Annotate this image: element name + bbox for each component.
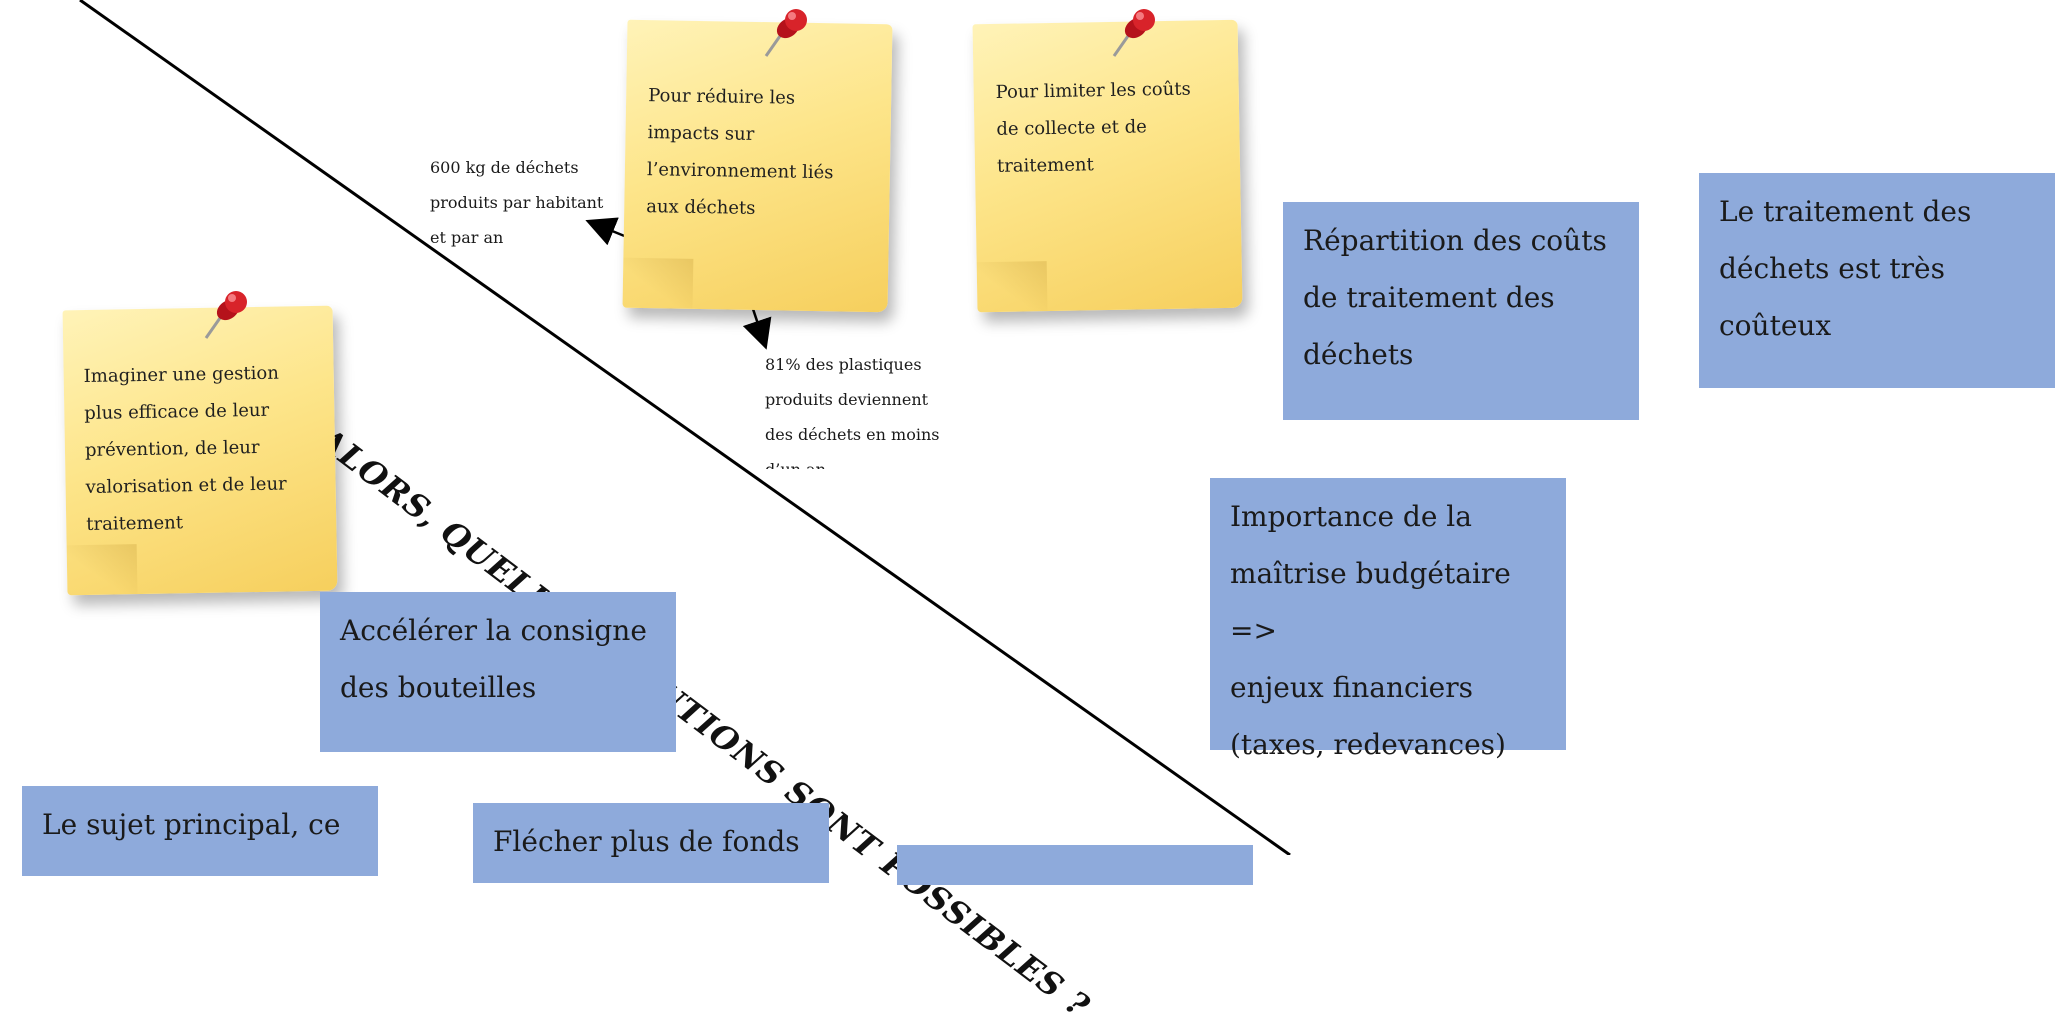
note-line: Pour réduire les <box>648 85 796 109</box>
pushpin-icon <box>1112 9 1155 57</box>
annotation-line: 81% des plastiques <box>765 355 922 374</box>
pushpin-icon <box>764 9 807 57</box>
note-line: traitement <box>996 154 1094 177</box>
box-flecher-fonds: Flécher plus de fonds <box>473 803 829 883</box>
diagonal-divider-line <box>79 0 1291 855</box>
box-line: des bouteilles <box>340 671 537 704</box>
note-line: Pour limiter les coûts <box>995 78 1191 103</box>
pushpin-icon <box>204 291 247 339</box>
box-empty <box>897 845 1253 885</box>
annotation-line: d’un an <box>765 452 939 469</box>
box-line: maîtrise budgétaire => <box>1230 557 1511 647</box>
annotation-plastiques: 81% des plastiques produits deviennent d… <box>765 347 939 469</box>
box-line: Le traitement des <box>1719 195 1972 228</box>
annotation-line: et par an <box>430 228 504 247</box>
box-maitrise-budgetaire: Importance de la maîtrise budgétaire => … <box>1210 478 1566 761</box>
note-curl <box>66 544 138 596</box>
note-line: traitement <box>86 512 184 535</box>
box-line: enjeux financiers <box>1230 671 1473 704</box>
box-line: coûteux <box>1719 309 1832 342</box>
annotation-line: 600 kg de déchets <box>430 158 579 177</box>
annotation-line: produits par habitant <box>430 193 604 212</box>
note-curl <box>976 261 1048 313</box>
box-line: (taxes, redevances) <box>1230 728 1506 761</box>
note-curl <box>622 257 694 309</box>
note-line: plus efficace de leur <box>84 399 270 425</box>
sticky-note-imaginer: Imaginer une gestion plus efficace de le… <box>62 305 338 596</box>
note-line: aux déchets <box>646 196 756 219</box>
annotation-line: des déchets en moins <box>765 425 940 444</box>
box-traitement-couteux: Le traitement des déchets est très coûte… <box>1699 173 2055 388</box>
note-line: valorisation et de leur <box>85 473 287 499</box>
box-line: de traitement des <box>1303 281 1555 314</box>
box-line: déchets est très <box>1719 252 1945 285</box>
box-line: Répartition des coûts <box>1303 224 1607 257</box>
box-repartition-couts: Répartition des coûts de traitement des … <box>1283 202 1639 420</box>
box-line: Flécher plus de fonds <box>493 825 800 858</box>
box-sujet-principal: Le sujet principal, ce <box>22 786 378 876</box>
box-consigne-bouteilles: Accélérer la consigne des bouteilles <box>320 592 676 752</box>
annotation-line: produits deviennent <box>765 390 929 409</box>
box-line: Importance de la <box>1230 500 1472 533</box>
box-line: Le sujet principal, ce <box>42 808 341 841</box>
box-line: Accélérer la consigne <box>340 614 647 647</box>
note-line: l’environnement liés <box>646 159 834 184</box>
note-line: impacts sur <box>647 122 755 145</box>
note-line: Imaginer une gestion <box>83 362 280 388</box>
note-line: de collecte et de <box>996 116 1147 140</box>
box-line: déchets <box>1303 338 1414 371</box>
note-line: prévention, de leur <box>84 436 260 462</box>
annotation-600kg: 600 kg de déchets produits par habitant … <box>430 150 603 255</box>
